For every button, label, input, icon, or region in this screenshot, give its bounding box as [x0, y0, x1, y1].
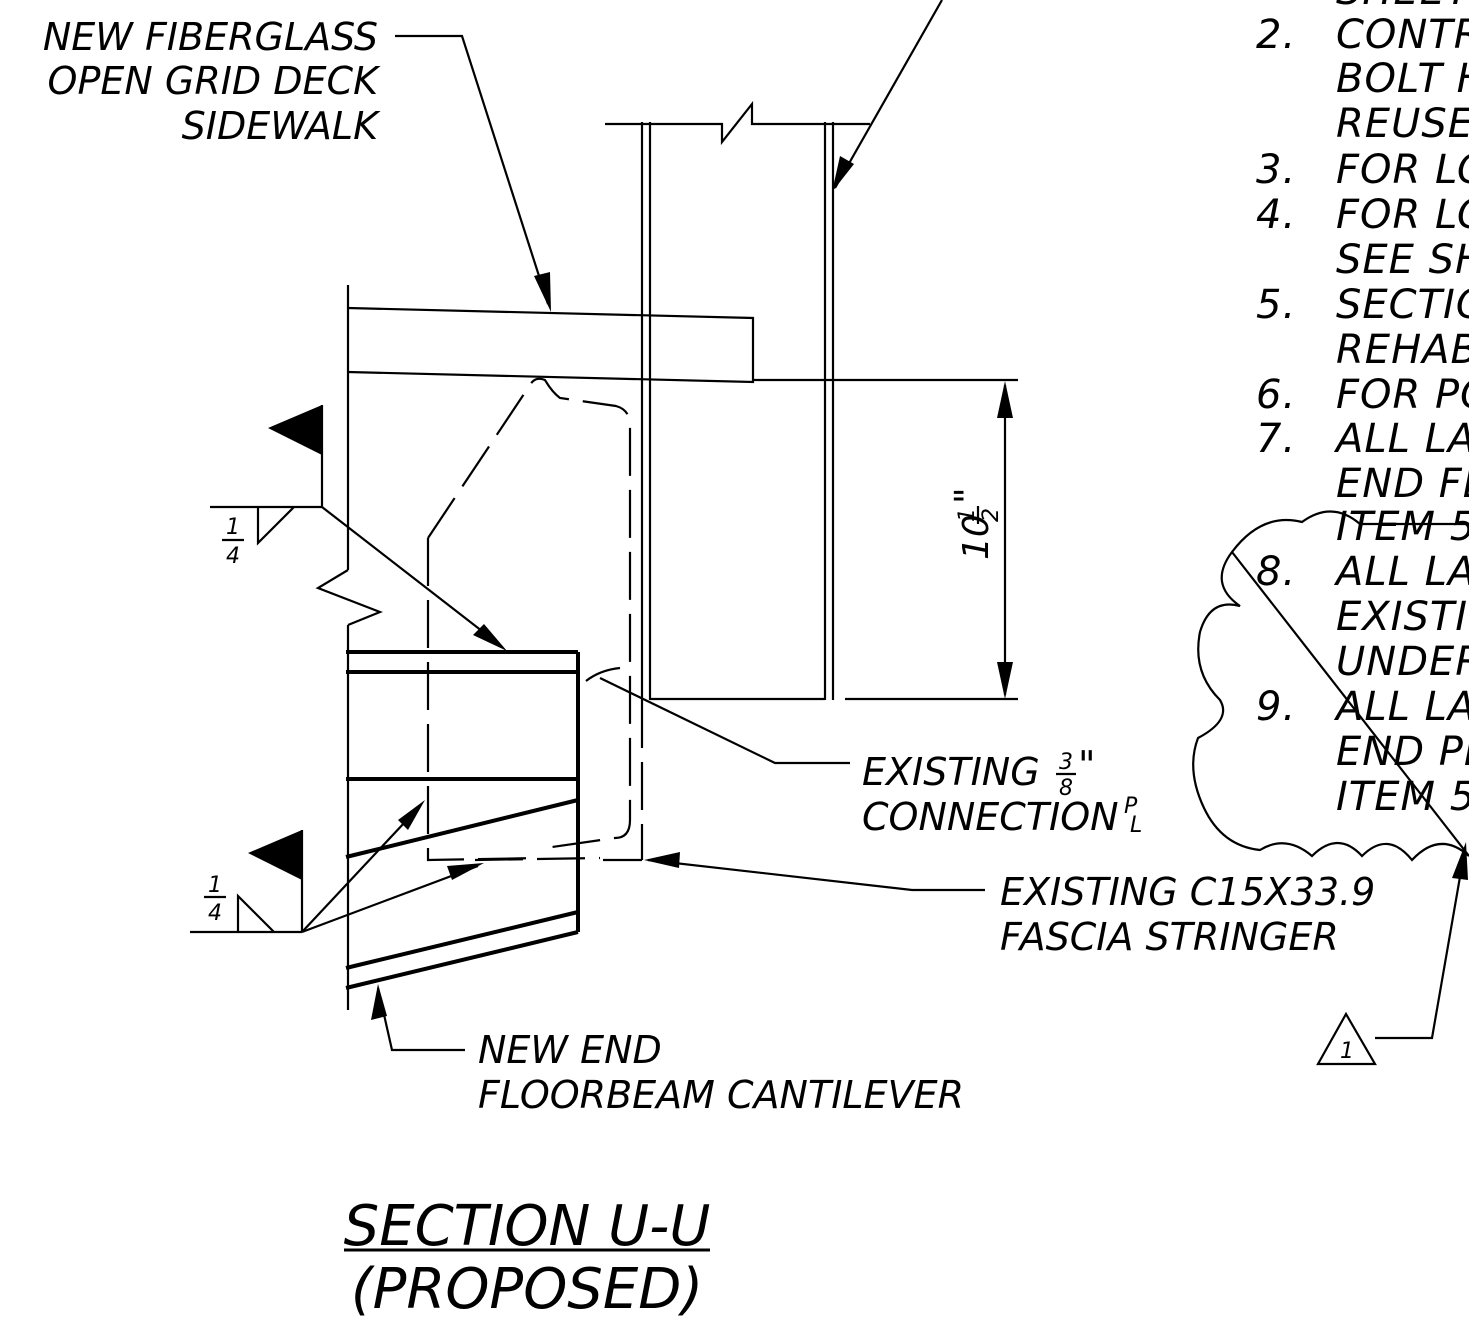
note-num-4: 3. [1256, 147, 1296, 193]
callout-connection-den: 8 [1059, 776, 1073, 801]
callout-stringer: EXISTING C15X33.9 FASCIA STRINGER [1000, 870, 1375, 959]
revision-marker-number: 1 [1340, 1039, 1354, 1064]
leaders [371, 0, 1468, 1052]
note-text-8: REHABI [1336, 327, 1469, 373]
note-text-6: SEE SH [1336, 237, 1469, 283]
note-text-0: SHEET [1336, 0, 1469, 14]
dimension-whole: 10 [956, 514, 997, 560]
weld-symbol-upper: 1 4 [210, 405, 507, 651]
weld-symbol-lower: 1 4 [190, 800, 484, 934]
note-num-9: 6. [1256, 372, 1296, 418]
revision-marker: 1 [1316, 1011, 1377, 1066]
note-num-7: 5. [1256, 282, 1296, 328]
note-num-5: 4. [1256, 192, 1296, 238]
general-notes: 2. SHEET CONTRA BOLT H REUSED 3. FOR LO … [1256, 0, 1469, 820]
section-title: SECTION U-U (PROPOSED) [344, 1194, 711, 1322]
callout-stringer-line-1: EXISTING C15X33.9 [1000, 870, 1375, 914]
note-text-3: REUSED [1336, 101, 1469, 147]
note-text-15: UNDER [1336, 639, 1469, 685]
note-text-9: FOR PO [1336, 372, 1469, 418]
revision-cloud [1192, 510, 1469, 862]
callout-sidewalk: NEW FIBERGLASS OPEN GRID DECK SIDEWALK [43, 15, 381, 148]
note-text-1: CONTRA [1336, 12, 1469, 58]
callout-connection-plate: EXISTING 3 8 " CONNECTION P L [862, 743, 1142, 839]
callout-cantilever: NEW END FLOORBEAM CANTILEVER [478, 1028, 964, 1117]
dimension-depth: 10 1 2 " [948, 381, 1013, 699]
note-num-13: 8. [1256, 549, 1296, 595]
weld-upper-num: 1 [226, 515, 240, 540]
note-text-14: EXISTIN [1336, 594, 1469, 640]
note-text-11: END FL [1336, 461, 1469, 507]
callout-connection-line-1: EXISTING [862, 750, 1040, 794]
callout-sidewalk-line-3: SIDEWALK [182, 104, 381, 148]
note-text-18: ITEM 5 [1336, 774, 1469, 820]
callout-connection-plate-p: P [1124, 794, 1138, 819]
note-text-5: FOR LO [1336, 192, 1469, 238]
title-proposed: (PROPOSED) [351, 1257, 703, 1322]
sidewalk-deck [347, 306, 755, 384]
note-text-4: FOR LO [1336, 147, 1469, 193]
title-section: SECTION U-U [344, 1194, 711, 1259]
note-text-13: ALL LA [1333, 549, 1469, 595]
dimension-num: 1 [955, 508, 980, 522]
note-text-17: END PE [1336, 729, 1469, 775]
note-num-10: 7. [1256, 416, 1296, 462]
weld-upper-den: 4 [226, 544, 240, 569]
callout-connection-plate-l: L [1130, 813, 1142, 838]
callout-sidewalk-line-2: OPEN GRID DECK [48, 59, 382, 103]
note-text-7: SECTIO [1336, 282, 1469, 328]
connection-plate [426, 377, 644, 862]
callout-sidewalk-line-1: NEW FIBERGLASS [43, 15, 378, 59]
floorbeam-cantilever [345, 650, 580, 990]
dimension-unit: " [948, 487, 989, 504]
weld-lower-den: 4 [208, 901, 222, 926]
structure [315, 100, 1018, 1010]
note-text-16: ALL LA [1333, 684, 1469, 730]
callout-cantilever-line-1: NEW END [478, 1028, 662, 1072]
fascia-stringer [605, 100, 1018, 701]
note-num-1: 2. [1256, 12, 1296, 58]
callout-connection-inch: " [1078, 743, 1095, 787]
callout-connection-num: 3 [1059, 750, 1073, 775]
note-num-16: 9. [1256, 684, 1296, 730]
callout-stringer-line-2: FASCIA STRINGER [1000, 915, 1339, 959]
callout-cantilever-line-2: FLOORBEAM CANTILEVER [478, 1073, 964, 1117]
note-text-2: BOLT H [1336, 56, 1469, 102]
note-text-10: ALL LA [1333, 416, 1469, 462]
note-text-12: ITEM 5 [1336, 504, 1469, 550]
callout-connection-line-2: CONNECTION [862, 795, 1119, 839]
weld-lower-num: 1 [208, 873, 222, 898]
dimension-den: 2 [979, 508, 1004, 522]
